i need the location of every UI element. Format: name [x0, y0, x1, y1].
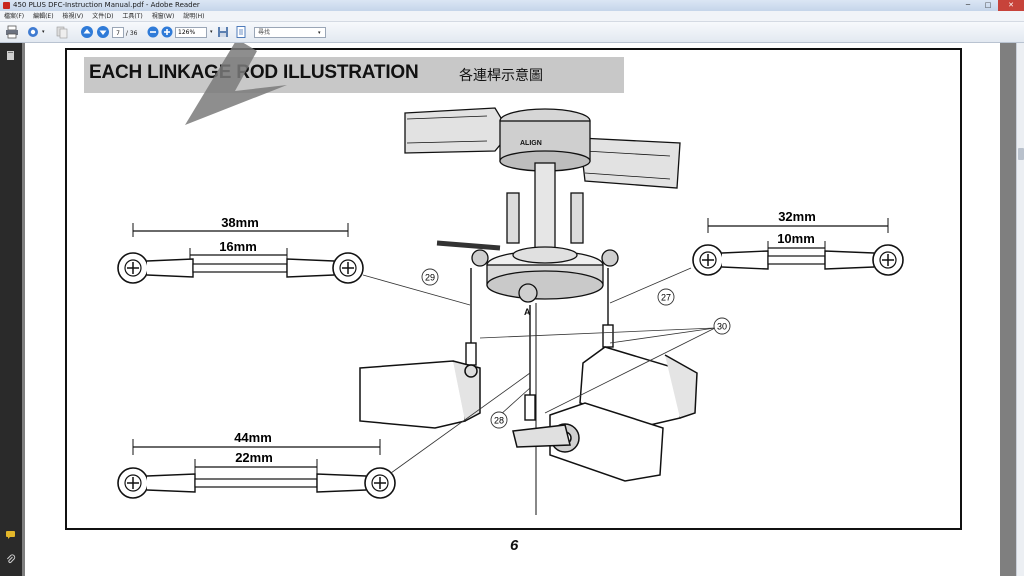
rod-3-inner-length: 22mm — [235, 450, 273, 465]
attachment-icon[interactable] — [5, 554, 16, 565]
heading-band — [84, 57, 624, 93]
fit-page-icon — [236, 26, 246, 38]
rod-2-inner-length: 10mm — [777, 231, 815, 246]
vertical-scrollbar[interactable] — [1016, 43, 1024, 576]
linkage-rod-38mm — [117, 223, 364, 284]
save-icon — [218, 27, 228, 37]
callout-27: 27 — [661, 293, 671, 303]
find-placeholder: 尋找 — [258, 29, 271, 36]
page-heading: EACH LINKAGE ROD ILLUSTRATION — [89, 62, 419, 83]
menu-file[interactable]: 檔案(F) — [4, 13, 25, 20]
menu-window[interactable]: 視窗(W) — [151, 13, 175, 20]
menu-view[interactable]: 檢視(V) — [62, 13, 84, 20]
decorative-arrow — [185, 43, 287, 125]
zoom-out-button[interactable] — [146, 25, 160, 40]
zoom-in-button[interactable] — [160, 25, 174, 40]
callout-lines — [362, 267, 716, 474]
callout-30: 30 — [717, 322, 727, 332]
hub-brand-text: ALIGN — [520, 140, 542, 147]
menu-edit[interactable]: 編輯(E) — [33, 13, 54, 20]
linkage-rod-illustration: 38mm 16mm 32mm 10mm — [117, 43, 904, 515]
callout-28: 28 — [494, 416, 504, 426]
adobe-reader-icon — [3, 2, 10, 9]
pages-icon — [56, 26, 68, 39]
toolbar: ▾ 7 / 36 126% ▾ 尋找 ▾ — [0, 22, 1024, 43]
menu-tools[interactable]: 工具(T) — [122, 13, 143, 20]
zoom-level-value: 126% — [178, 29, 196, 36]
navigation-panel — [0, 43, 22, 576]
zoom-dropdown-icon[interactable]: ▾ — [210, 29, 213, 35]
page-number-input[interactable]: 7 — [112, 27, 124, 38]
window-title: 450 PLUS DFC-Instruction Manual.pdf - Ad… — [13, 1, 200, 9]
pdf-page: EACH LINKAGE ROD ILLUSTRATION 各連桿示意圖 38m… — [25, 43, 1000, 576]
maximize-button[interactable]: □ — [984, 1, 992, 9]
rod-1-inner-length: 16mm — [219, 239, 257, 254]
page-number: 6 — [510, 537, 519, 554]
email-button[interactable] — [26, 25, 40, 40]
next-page-button[interactable] — [96, 25, 110, 40]
zoom-out-icon — [147, 26, 159, 38]
menu-bar: 檔案(F) 編輯(E) 檢視(V) 文件(D) 工具(T) 視窗(W) 說明(H… — [0, 11, 1024, 22]
rod-3-overall-length: 44mm — [234, 430, 272, 445]
comment-icon[interactable] — [5, 529, 16, 540]
callout-29: 29 — [425, 273, 435, 283]
page-total: / 36 — [125, 30, 138, 37]
minimize-button[interactable]: ─ — [965, 1, 971, 9]
previous-page-icon — [81, 26, 93, 38]
find-dropdown-icon[interactable]: ▾ — [318, 30, 321, 36]
print-button[interactable] — [5, 25, 19, 40]
email-dropdown-icon[interactable]: ▾ — [42, 29, 45, 35]
fit-page-button[interactable] — [234, 25, 248, 40]
page-border — [65, 48, 962, 530]
menu-help[interactable]: 說明(H) — [183, 13, 205, 20]
title-bar: 450 PLUS DFC-Instruction Manual.pdf - Ad… — [0, 0, 1024, 11]
servo-front — [512, 402, 664, 482]
servo-right — [579, 346, 698, 426]
pages-button[interactable] — [55, 25, 69, 40]
email-icon — [28, 27, 38, 37]
scrollbar-thumb[interactable] — [1018, 148, 1024, 160]
rod-1-overall-length: 38mm — [221, 215, 259, 230]
page-navigator: 7 / 36 — [112, 27, 138, 39]
rotor-head-assembly: ALIGN A — [404, 107, 681, 317]
zoom-in-icon — [161, 26, 173, 38]
next-page-icon — [97, 26, 109, 38]
servo-left — [359, 360, 481, 429]
menu-document[interactable]: 文件(D) — [92, 13, 114, 20]
linkage-rod-44mm — [117, 439, 396, 499]
previous-page-button[interactable] — [80, 25, 94, 40]
page-heading-chinese: 各連桿示意圖 — [459, 68, 543, 84]
find-input[interactable]: 尋找 — [254, 27, 326, 38]
print-icon — [6, 25, 18, 39]
save-button[interactable] — [216, 25, 230, 40]
zoom-level-select[interactable]: 126% — [175, 27, 207, 38]
close-button[interactable]: ✕ — [998, 0, 1024, 11]
linkage-rod-32mm — [692, 218, 904, 276]
rod-2-overall-length: 32mm — [778, 209, 816, 224]
servo-pushrods — [465, 268, 614, 515]
page-thumbnails-icon[interactable] — [5, 50, 16, 61]
swash-link-letter: A — [524, 307, 531, 317]
